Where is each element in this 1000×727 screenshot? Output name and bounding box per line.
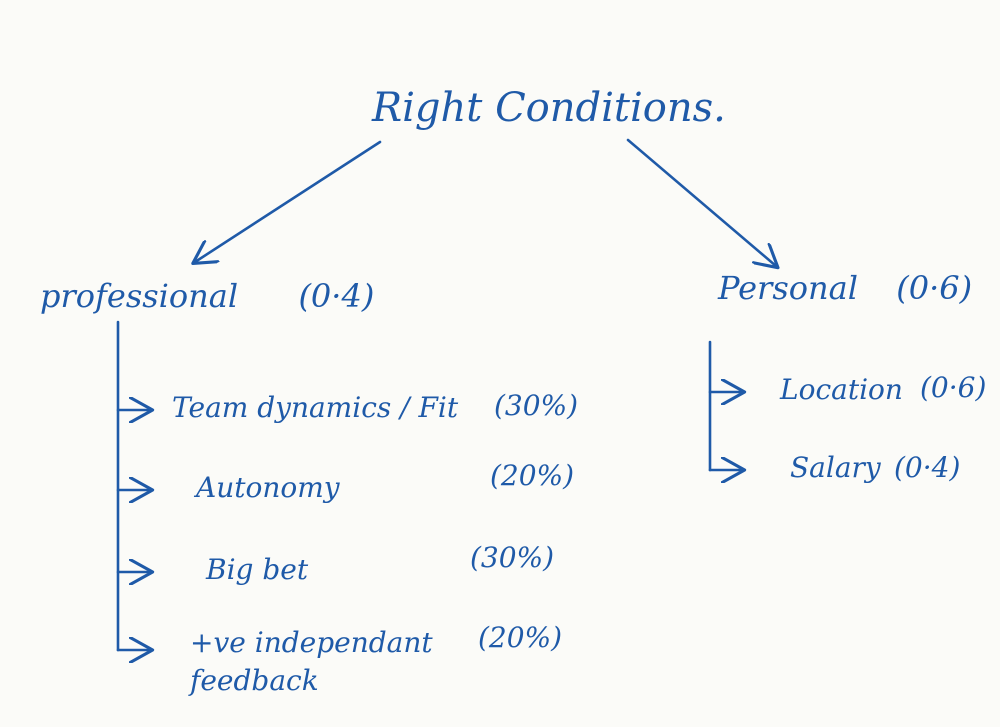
arrow-to-personal — [626, 138, 776, 266]
personal-item-salary-weight: (0·4) — [894, 451, 961, 484]
personal-item-salary: Salary — [790, 451, 881, 484]
professional-item-big-bet-weight: (30%) — [470, 541, 555, 574]
professional-item-autonomy-weight: (20%) — [490, 459, 575, 492]
branch-personal-weight: (0·6) — [896, 269, 973, 307]
professional-item-big-bet: Big bet — [206, 553, 309, 586]
branch-professional-label: professional — [40, 277, 239, 315]
personal-item-location: Location — [780, 373, 903, 406]
professional-item-feedback: +ve independant feedback — [190, 626, 433, 697]
branch-personal: Personal (0·6) — [718, 272, 972, 304]
professional-item-autonomy: Autonomy — [196, 471, 340, 504]
personal-item-location-weight: (0·6) — [920, 371, 987, 404]
branch-professional: professional (0·4) — [40, 280, 374, 312]
professional-item-team-fit-weight: (30%) — [494, 389, 579, 422]
professional-item-team-fit: Team dynamics / Fit — [172, 391, 459, 424]
root-node-title: Right Conditions. — [372, 85, 726, 131]
professional-item-feedback-weight: (20%) — [478, 621, 563, 654]
branch-personal-label: Personal — [718, 269, 858, 307]
arrow-to-professional — [195, 140, 382, 262]
branch-professional-weight: (0·4) — [298, 277, 375, 315]
